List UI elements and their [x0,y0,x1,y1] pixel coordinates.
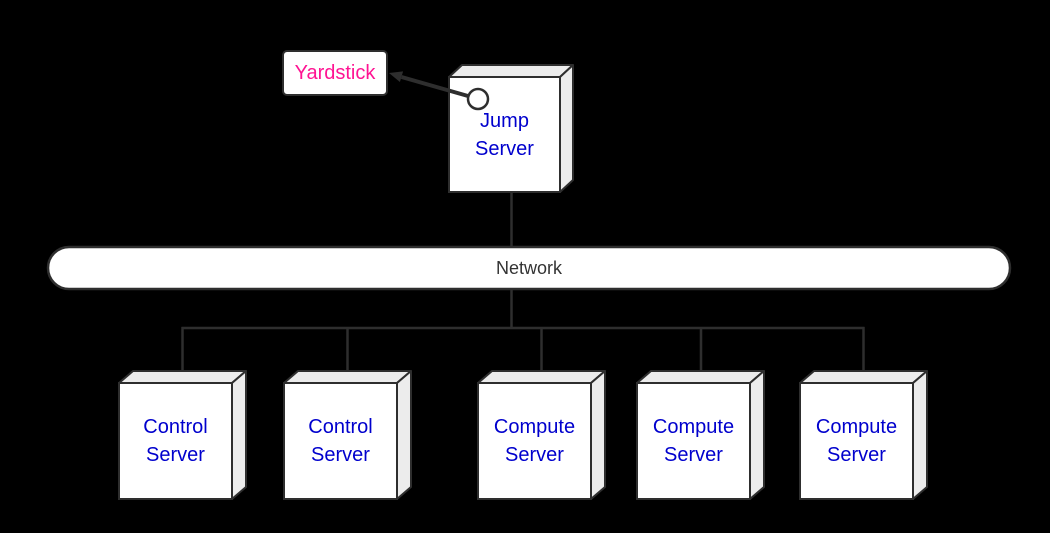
compute-server-1-top-face [477,370,606,384]
jump-server-side-face [559,64,574,193]
control-server-2-front-face [283,382,398,500]
jump-server-node [448,64,574,193]
yardstick-box [282,50,388,96]
compute-server-2-top-face [636,370,765,384]
control-server-1-front-face [118,382,233,500]
control-server-2-side-face [396,370,412,500]
control-server-2-top-face [283,370,412,384]
compute-server-2-node [636,370,765,500]
compute-server-2-front-face [636,382,751,500]
control-server-2-node [283,370,412,500]
control-server-1-side-face [231,370,247,500]
compute-server-2-side-face [749,370,765,500]
compute-server-3-front-face [799,382,914,500]
network-pill [46,245,1012,291]
arrow-shaft [400,75,469,98]
compute-server-1-side-face [590,370,606,500]
compute-server-1-front-face [477,382,592,500]
compute-server-3-side-face [912,370,928,500]
control-server-1-node [118,370,247,500]
control-server-1-top-face [118,370,247,384]
arrow-head-icon [389,71,404,82]
jump-server-top-face [448,64,574,78]
arrow-jumpserver-to-yardstick [389,71,469,98]
jump-server-port-circle [466,87,490,111]
compute-server-3-top-face [799,370,928,384]
compute-server-1-node [477,370,606,500]
compute-server-3-node [799,370,928,500]
jump-server-front-face [448,76,561,193]
